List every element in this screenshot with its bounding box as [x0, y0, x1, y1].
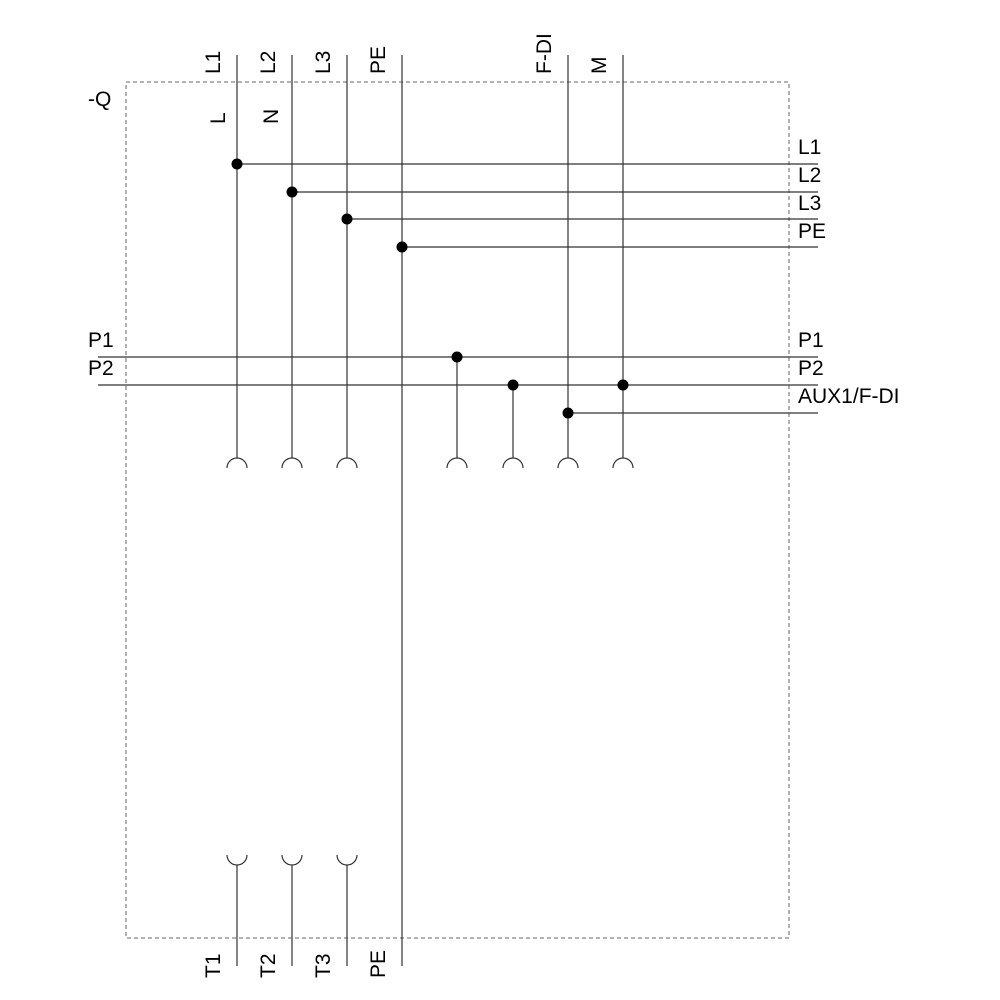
top-terminal-labels: L1 L2 L3 PE F-DI M L N	[202, 33, 611, 124]
junction-dot	[231, 158, 243, 170]
contact-arc	[502, 457, 524, 469]
junction-dot	[396, 241, 408, 253]
left-label-p1: P1	[88, 329, 114, 352]
inner-label-l: L	[207, 112, 230, 124]
right-label-aux1-fdi: AUX1/F-DI	[798, 385, 900, 408]
contact-arc	[446, 457, 468, 469]
top-label-l2: L2	[257, 51, 280, 74]
contact-arc	[281, 854, 303, 866]
right-label-p2: P2	[798, 357, 824, 380]
junction-dot	[286, 186, 298, 198]
contact-arc	[612, 457, 634, 469]
right-label-p1: P1	[798, 329, 824, 352]
top-label-l1: L1	[202, 51, 225, 74]
right-label-l3: L3	[798, 192, 821, 215]
right-label-pe: PE	[798, 220, 826, 243]
bottom-label-t1: T1	[202, 953, 225, 978]
contact-arc	[281, 457, 303, 469]
top-label-l3: L3	[312, 51, 335, 74]
left-label-p2: P2	[88, 357, 114, 380]
right-label-l1: L1	[798, 136, 821, 159]
junctions	[231, 158, 629, 419]
bottom-label-t2: T2	[257, 953, 280, 978]
contact-arc	[226, 457, 248, 469]
device-boundary	[125, 81, 790, 939]
bottom-label-pe: PE	[367, 950, 390, 978]
lower-contacts	[226, 854, 358, 966]
device-label: -Q	[88, 88, 111, 111]
top-label-pe: PE	[367, 46, 390, 74]
bottom-terminal-labels: T1 T2 T3 PE	[202, 950, 390, 978]
contact-arc	[226, 854, 248, 866]
bottom-label-t3: T3	[312, 953, 335, 978]
junction-dot	[341, 213, 353, 225]
right-labels: L1 L2 L3 PE P1 P2 AUX1/F-DI	[798, 136, 900, 408]
contact-arc	[336, 457, 358, 469]
upper-contacts	[226, 457, 634, 469]
horizontal-conductors	[98, 163, 818, 414]
left-labels: P1 P2	[88, 329, 114, 380]
contact-arc	[336, 854, 358, 866]
junction-dot	[562, 407, 574, 419]
inner-label-n: N	[260, 109, 283, 124]
vertical-conductors	[236, 55, 624, 966]
contact-arc	[557, 457, 579, 469]
right-label-l2: L2	[798, 164, 821, 187]
junction-dot	[507, 379, 519, 391]
junction-dot	[451, 351, 463, 363]
top-label-m: M	[588, 57, 611, 75]
junction-dot	[617, 379, 629, 391]
top-label-fdi: F-DI	[533, 33, 556, 74]
